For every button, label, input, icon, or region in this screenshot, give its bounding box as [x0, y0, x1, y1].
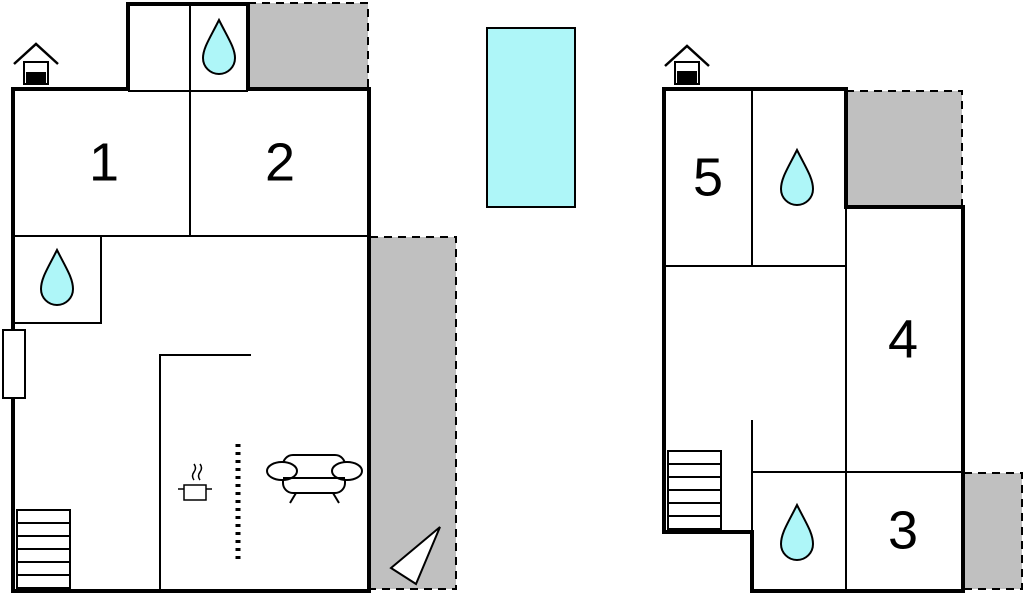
room-label-4: 4	[888, 309, 918, 369]
bathroom-drop-icon	[779, 147, 815, 206]
terrace-top	[247, 2, 369, 90]
terrace-side	[369, 236, 457, 590]
bathroom-drop-icon	[779, 502, 815, 561]
pool-icon	[486, 27, 576, 208]
stairs-icon	[667, 450, 722, 530]
room-label-5: 5	[693, 147, 723, 207]
window	[2, 329, 26, 399]
terrace-upper	[845, 90, 963, 208]
room-label-3: 3	[888, 500, 918, 560]
upper-floor: 5 4 3	[662, 44, 1023, 593]
kitchen-pot-icon	[178, 463, 212, 501]
upper-floor-outline	[662, 87, 965, 593]
terrace-lower	[963, 472, 1023, 590]
ground-floor-outline	[11, 2, 371, 593]
room-label-2: 2	[265, 132, 295, 192]
house-entrance-icon	[664, 44, 710, 85]
bathroom-drop-icon	[201, 17, 237, 75]
bathroom-drop-icon	[39, 247, 75, 306]
stairs-icon	[16, 509, 71, 589]
room-label-1: 1	[89, 132, 119, 192]
compass-icon	[389, 526, 441, 586]
house-entrance-icon	[13, 42, 59, 85]
sofa-icon	[266, 454, 363, 504]
ground-floor: 1 2	[2, 2, 457, 593]
